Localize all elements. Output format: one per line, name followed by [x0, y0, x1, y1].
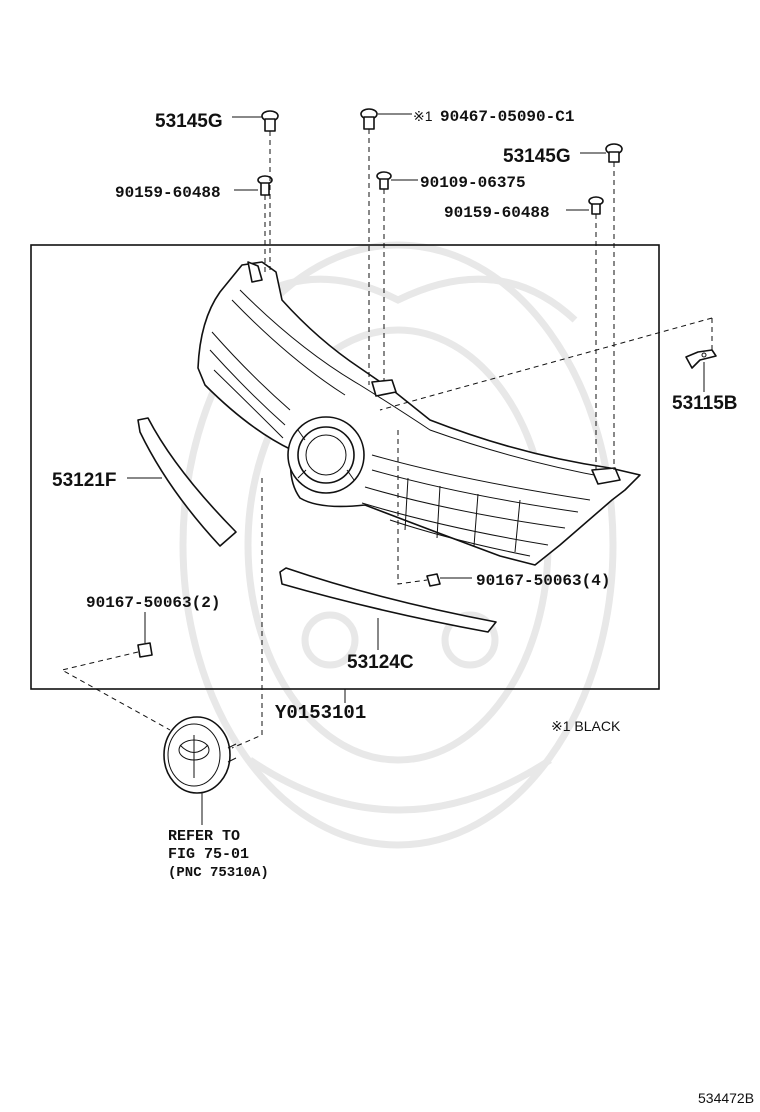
- label-refer-line2: FIG 75-01: [168, 846, 249, 863]
- label-moulding-53121f: 53121F: [52, 470, 116, 491]
- screw-90109-06375: [376, 171, 392, 190]
- radiator-grille: [197, 261, 641, 566]
- label-clip-90167-2: 90167-50063(2): [86, 594, 220, 612]
- screw-90467-05090-c1: [360, 108, 378, 130]
- label-screw-90109: 90109-06375: [420, 174, 526, 192]
- clip-90167-50063-2: [137, 642, 153, 658]
- label-clip-53145g-right: 53145G: [503, 146, 571, 167]
- clip-53145g-left: [261, 110, 279, 132]
- bracket-53115b: [685, 349, 717, 369]
- label-screw-90159-left: 90159-60488: [115, 184, 221, 202]
- label-clip-90167-4: 90167-50063(4): [476, 572, 610, 590]
- front-emblem: [163, 716, 237, 794]
- label-screw-90467-mark: ※1: [413, 108, 433, 124]
- label-refer-line1: REFER TO: [168, 828, 240, 845]
- label-refer-line3: (PNC 75310A): [168, 865, 269, 881]
- label-bracket-53115b: 53115B: [672, 393, 738, 414]
- label-screw-90467: 90467-05090-C1: [440, 108, 574, 126]
- label-moulding-53124c: 53124C: [347, 652, 414, 673]
- lower-moulding-53124c: [279, 567, 497, 633]
- leader-lines: [127, 113, 705, 825]
- label-screw-90159-right: 90159-60488: [444, 204, 550, 222]
- label-figure-number: 534472B: [698, 1090, 754, 1106]
- screw-90159-60488-right: [588, 196, 604, 215]
- label-note-black: ※1 BLACK: [551, 718, 621, 734]
- label-assembly-code: Y0153101: [275, 702, 366, 724]
- upper-moulding-53121f: [137, 417, 237, 547]
- installation-lines: [60, 129, 713, 749]
- clip-90167-50063-4: [426, 573, 441, 587]
- clip-53145g-right: [605, 143, 623, 163]
- label-clip-53145g-left: 53145G: [155, 111, 223, 132]
